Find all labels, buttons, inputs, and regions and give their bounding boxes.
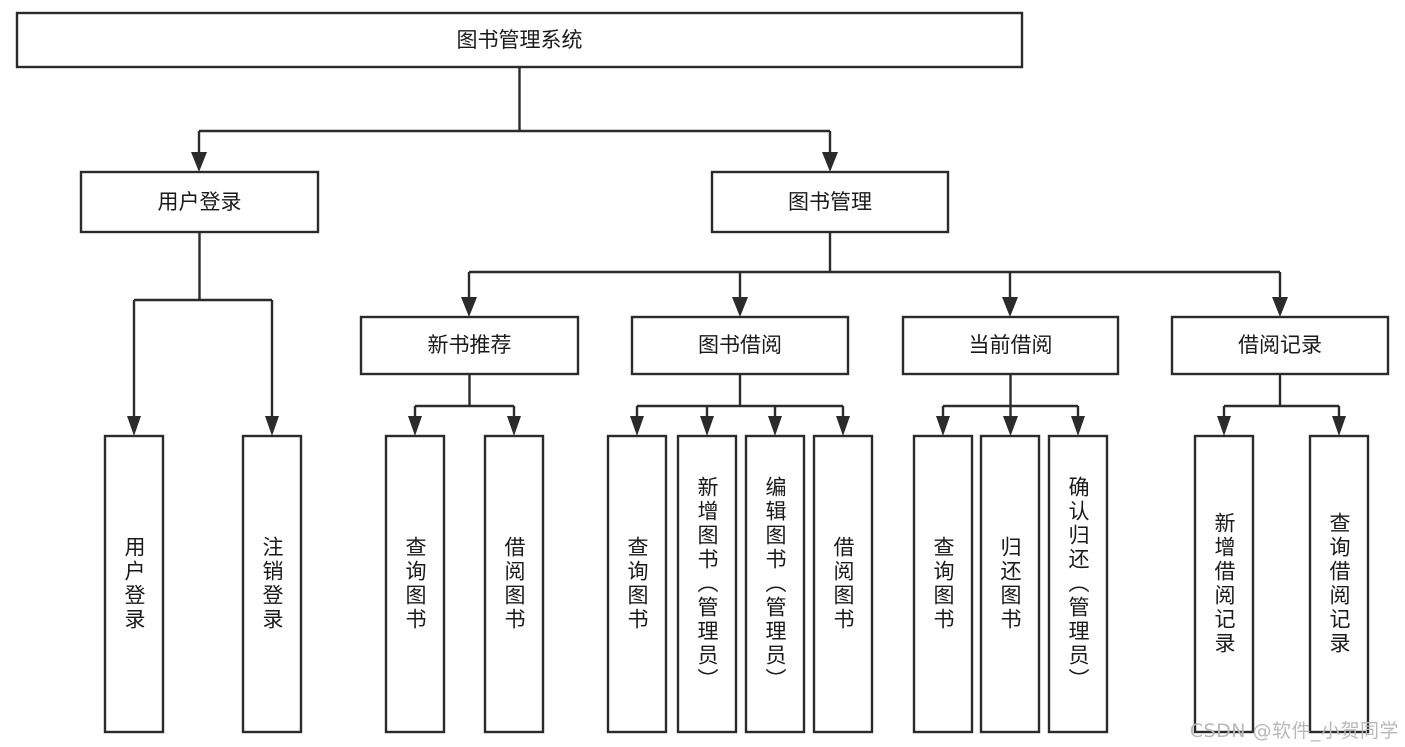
node-new-book-recommend[interactable]: 新书推荐 [359,315,580,376]
connector-group-book-management [461,232,1288,317]
arrow-head-leaf-user-login-1 [127,416,141,436]
leaf-node-user-login-1[interactable]: 用户登录 [103,434,165,734]
leaf-node-borrow-record-2-label: 查询借阅记录 [1327,512,1351,656]
leaf-node-user-login-1-rect [103,434,165,734]
leaf-node-current-borrow-3-rect [1047,434,1109,734]
leaf-node-book-borrow-2[interactable]: 新增图书（管理员） [676,434,738,734]
connector-group-new-book-recommend [408,374,521,436]
node-user-login-label: 用户登录 [158,190,242,214]
leaf-node-current-borrow-1-rect [912,434,974,734]
leaf-node-borrow-record-1-label: 新增借阅记录 [1212,512,1236,656]
node-borrow-record[interactable]: 借阅记录 [1170,315,1390,376]
leaf-node-new-book-2[interactable]: 借阅图书 [483,434,545,734]
connector-group-root [191,67,838,172]
leaf-node-current-borrow-1-label: 查询图书 [931,536,955,632]
arrow-head-leaf-current-1 [936,416,950,436]
node-current-borrow-label: 当前借阅 [969,333,1053,357]
arrow-head-leaf-borrow-4 [836,416,850,436]
leaf-node-current-borrow-3[interactable]: 确认归还（管理员） [1047,434,1109,734]
node-current-borrow[interactable]: 当前借阅 [901,315,1120,376]
node-book-borrow[interactable]: 图书借阅 [630,315,850,376]
leaf-node-book-borrow-4-rect [812,434,874,734]
node-root[interactable]: 图书管理系统 [15,11,1024,69]
arrow-head-leaf-borrow-3 [768,416,782,436]
node-root-rect [15,11,1024,69]
node-borrow-record-label: 借阅记录 [1238,333,1322,357]
leaf-node-book-borrow-4[interactable]: 借阅图书 [812,434,874,734]
leaf-node-book-borrow-1-label: 查询图书 [625,536,649,632]
leaf-node-borrow-record-2[interactable]: 查询借阅记录 [1308,434,1370,734]
leaf-node-user-login-2[interactable]: 注销登录 [241,434,303,734]
leaf-node-book-borrow-3[interactable]: 编辑图书（管理员） [744,434,806,734]
connector-group-borrow-record [1217,374,1346,436]
node-book-borrow-label: 图书借阅 [698,333,782,357]
leaf-node-current-borrow-1[interactable]: 查询图书 [912,434,974,734]
leaf-node-book-borrow-1-rect [606,434,668,734]
connector-group-book-borrow [630,374,850,436]
arrow-head-leaf-borrow-1 [630,416,644,436]
arrow-head-leaf-record-2 [1332,416,1346,436]
leaf-node-current-borrow-2-rect [979,434,1041,734]
leaf-node-current-borrow-3-label: 确认归还（管理员） [1066,476,1090,692]
arrow-head-leaf-current-3 [1071,416,1085,436]
leaf-node-book-borrow-2-label: 新增图书（管理员） [695,476,719,692]
leaf-node-borrow-record-1[interactable]: 新增借阅记录 [1193,434,1255,734]
arrow-head-new-book-recommend [461,297,477,317]
leaf-node-current-borrow-2[interactable]: 归还图书 [979,434,1041,734]
leaf-node-book-borrow-4-label: 借阅图书 [831,536,855,632]
leaf-node-user-login-2-label: 注销登录 [260,536,284,632]
arrow-head-leaf-newbook-1 [408,416,422,436]
node-book-management-label: 图书管理 [788,190,872,214]
node-book-borrow-rect [630,315,850,376]
node-current-borrow-rect [901,315,1120,376]
arrow-head-book-borrow [732,297,748,317]
arrow-head-leaf-newbook-2 [507,416,521,436]
leaf-node-new-book-1-rect [384,434,446,734]
leaf-node-new-book-2-rect [483,434,545,734]
leaf-node-book-borrow-1[interactable]: 查询图书 [606,434,668,734]
node-user-login[interactable]: 用户登录 [79,170,320,234]
node-book-management[interactable]: 图书管理 [710,170,950,234]
leaf-node-new-book-2-label: 借阅图书 [502,536,526,632]
leaf-node-user-login-1-label: 用户登录 [122,536,146,632]
arrow-head-book-mgmt [822,152,838,172]
leaf-node-book-borrow-3-rect [744,434,806,734]
arrow-head-current-borrow [1002,297,1018,317]
leaf-node-book-borrow-2-rect [676,434,738,734]
watermark-text: CSDN @软件_小贺同学 [1189,720,1399,742]
node-book-management-rect [710,170,950,234]
leaf-node-current-borrow-2-label: 归还图书 [998,536,1022,632]
leaf-node-borrow-record-2-rect [1308,434,1370,734]
connector-group-current-borrow [936,374,1085,436]
arrow-head-leaf-record-1 [1217,416,1231,436]
leaf-node-user-login-2-rect [241,434,303,734]
leaf-node-new-book-1[interactable]: 查询图书 [384,434,446,734]
connector-group-user-login [127,232,279,436]
arrow-head-leaf-borrow-2 [700,416,714,436]
leaf-node-new-book-1-label: 查询图书 [403,536,427,632]
arrow-head-user-login [191,152,207,172]
leaf-node-book-borrow-3-label: 编辑图书（管理员） [763,476,787,692]
arrow-head-leaf-current-2 [1003,416,1018,436]
leaf-node-borrow-record-1-rect [1193,434,1255,734]
node-borrow-record-rect [1170,315,1390,376]
node-new-book-recommend-rect [359,315,580,376]
node-root-label: 图书管理系统 [457,28,583,52]
arrow-head-borrow-record [1272,297,1288,317]
node-new-book-recommend-label: 新书推荐 [428,333,512,357]
arrow-head-leaf-user-login-2 [265,416,279,436]
